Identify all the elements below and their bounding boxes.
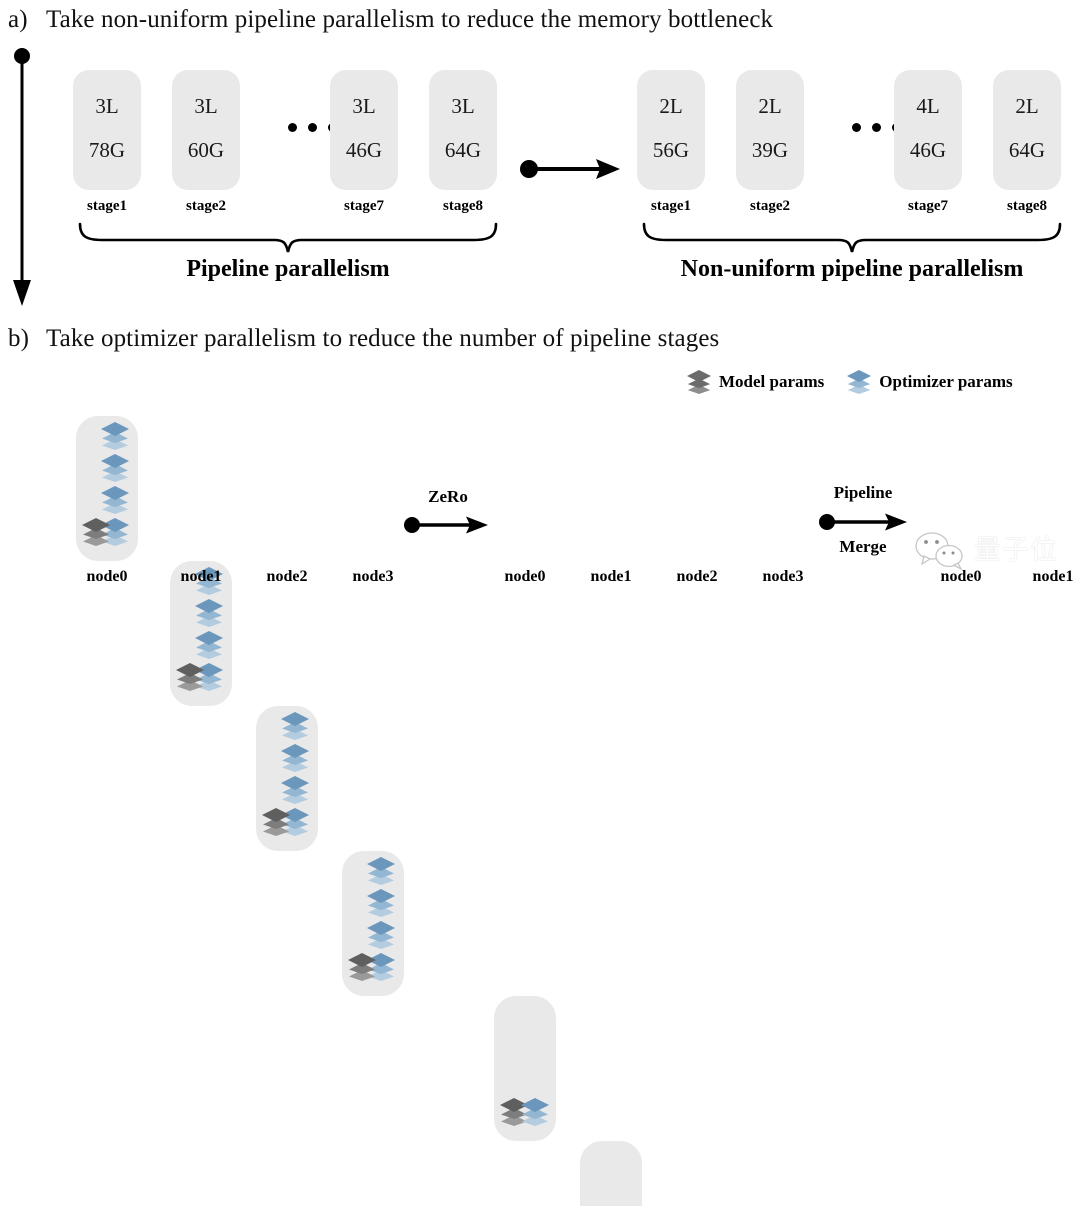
model-params-stack: [81, 518, 111, 546]
stage-label: stage8: [443, 198, 483, 214]
model-params-stack: [261, 808, 291, 836]
node-label: node2: [676, 568, 718, 585]
node-label: node1: [590, 568, 632, 585]
transition-arrow-a: [518, 152, 622, 186]
section-b-heading: b) Take optimizer parallelism to reduce t…: [8, 325, 719, 353]
optimizer-params-stack: [194, 567, 224, 595]
stacked-layers-icon: [846, 370, 872, 394]
stage-layers: 2L: [758, 93, 782, 118]
node-box: [342, 851, 404, 996]
node-label: node1: [180, 568, 222, 585]
section-a-heading: a) Take non-uniform pipeline parallelism …: [8, 6, 773, 34]
pipeline-merge-arrow-label-top: Pipeline: [833, 483, 893, 502]
node-label: node3: [352, 568, 394, 585]
stage-memory: 64G: [444, 137, 482, 162]
stage-label: stage2: [750, 198, 790, 214]
node-box: [256, 706, 318, 851]
optimizer-params-stack: [100, 486, 130, 514]
stage-layers: 3L: [95, 93, 119, 118]
stage-label: stage1: [87, 198, 127, 214]
stage-box: 2L 56G: [637, 70, 705, 190]
optimizer-params-stack: [280, 712, 310, 740]
stage-box: 3L 64G: [429, 70, 497, 190]
stage-box: 3L 78G: [73, 70, 141, 190]
stage-layers: 3L: [352, 93, 376, 118]
legend-item-optimizer-params: Optimizer params: [846, 370, 1013, 394]
optimizer-params-stack: [366, 921, 396, 949]
node-box: [76, 416, 138, 561]
stage-memory: 56G: [652, 137, 690, 162]
stage-memory: 39G: [751, 137, 789, 162]
legend-item-model-params: Model params: [686, 370, 824, 394]
node-label: node0: [504, 568, 546, 585]
model-params-stack: [175, 663, 205, 691]
node-label: node0: [86, 568, 128, 585]
optimizer-params-stack: [366, 857, 396, 885]
node-label: node3: [762, 568, 804, 585]
stage-memory: 78G: [88, 137, 126, 162]
stage-layers: 3L: [194, 93, 218, 118]
zero-arrow: [403, 512, 489, 538]
watermark-text: 量子位: [974, 534, 1058, 566]
stage-box: 4L 46G: [894, 70, 962, 190]
optimizer-params-stack: [366, 889, 396, 917]
zero-arrow-label: ZeRo: [428, 487, 468, 506]
legend-label: Optimizer params: [879, 372, 1013, 391]
node-label: node1: [1032, 568, 1074, 585]
pipeline-merge-arrow-label-bottom: Merge: [839, 537, 887, 556]
legend-label: Model params: [719, 372, 825, 391]
left-group-caption: Pipeline parallelism: [186, 256, 390, 282]
section-a-title: Take non-uniform pipeline parallelism to…: [46, 6, 774, 33]
wechat-logo-icon: [912, 530, 970, 571]
stage-label: stage1: [651, 198, 691, 214]
node-box: [494, 996, 556, 1141]
section-b-marker: b): [8, 325, 30, 352]
optimizer-params-stack: [100, 422, 130, 450]
stage-label: stage7: [908, 198, 948, 214]
stage-box: 3L 60G: [172, 70, 240, 190]
node-box: [580, 1141, 642, 1206]
model-params-stack: [347, 953, 377, 981]
stacked-layers-icon: [686, 370, 712, 394]
node-label: node2: [266, 568, 308, 585]
stage-memory: 46G: [345, 137, 383, 162]
dot: [872, 123, 881, 132]
pipeline-merge-arrow: [818, 509, 908, 535]
stage-box: 3L 46G: [330, 70, 398, 190]
section-a-marker: a): [8, 6, 28, 33]
stage-label: stage8: [1007, 198, 1047, 214]
dot: [308, 123, 317, 132]
legend: Model params Optimizer params: [686, 370, 1013, 394]
left-group-brace: [78, 222, 498, 254]
stage-layers: 3L: [451, 93, 475, 118]
optimizer-params-stack: [194, 599, 224, 627]
optimizer-params-stack: [520, 1098, 550, 1126]
section-b-title: Take optimizer parallelism to reduce the…: [46, 325, 720, 352]
stage-layers: 2L: [1015, 93, 1039, 118]
node-label: node0: [940, 568, 982, 585]
stage-layers: 2L: [659, 93, 683, 118]
stage-memory: 60G: [187, 137, 225, 162]
optimizer-params-stack: [280, 776, 310, 804]
optimizer-params-stack: [280, 744, 310, 772]
right-group-caption: Non-uniform pipeline parallelism: [680, 256, 1024, 282]
right-group-brace: [642, 222, 1062, 254]
stage-memory: 64G: [1008, 137, 1046, 162]
optimizer-params-stack: [100, 454, 130, 482]
watermark: 量子位: [912, 530, 1058, 571]
optimizer-params-stack: [100, 518, 130, 546]
stage-box: 2L 64G: [993, 70, 1061, 190]
stage-layers: 4L: [916, 93, 940, 118]
stage-label: stage2: [186, 198, 226, 214]
dot: [288, 123, 297, 132]
stage-box: 2L 39G: [736, 70, 804, 190]
stage-memory: 46G: [909, 137, 947, 162]
stage-label: stage7: [344, 198, 384, 214]
dot: [852, 123, 861, 132]
optimizer-params-stack: [194, 631, 224, 659]
vertical-flow-arrow: [6, 46, 42, 308]
